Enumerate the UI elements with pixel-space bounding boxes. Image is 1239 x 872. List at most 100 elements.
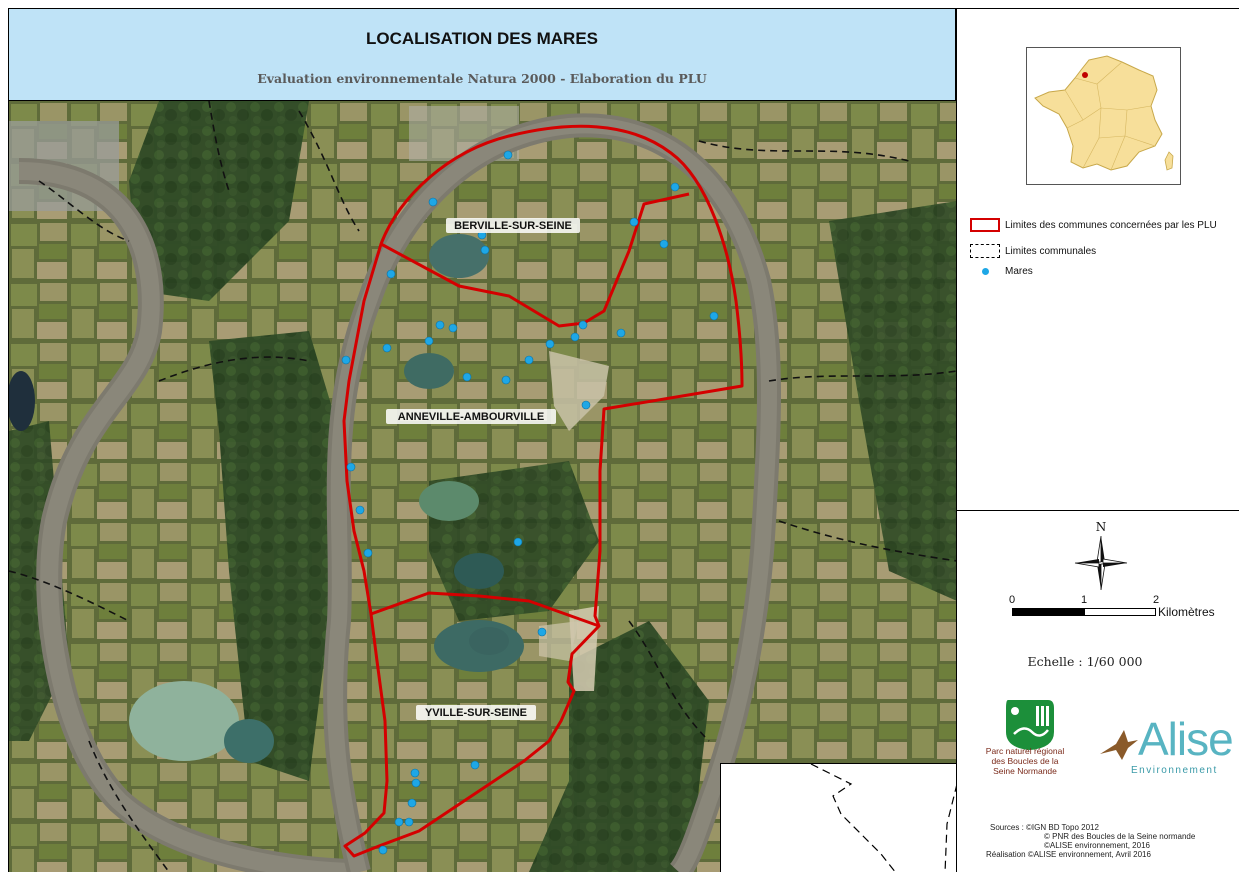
mare <box>341 355 351 365</box>
scale-segment-black <box>1012 608 1084 616</box>
plu-limit-anneville-yville <box>370 591 600 628</box>
mare <box>659 239 669 249</box>
mare <box>410 768 420 778</box>
map-subtitle: Evaluation environnementale Natura 2000 … <box>257 71 707 86</box>
forest-area <box>829 201 957 601</box>
mare <box>435 320 445 330</box>
commune-label-anneville: ANNEVILLE-AMBOURVILLE <box>398 411 544 423</box>
quarry <box>539 621 579 661</box>
source-line: Sources : ©IGN BD Topo 2012 <box>990 823 1099 832</box>
mare <box>363 548 373 558</box>
france-shape <box>1034 55 1163 171</box>
france-locator-map <box>1026 47 1181 185</box>
label-bg <box>446 218 580 233</box>
seine-river <box>18 162 360 872</box>
mare <box>428 197 438 207</box>
mare <box>355 505 365 515</box>
sources-block: Sources : ©IGN BD Topo 2012 © PNR des Bo… <box>986 823 1195 859</box>
mare <box>670 182 680 192</box>
north-label: N <box>1096 520 1107 534</box>
commune-labels: BERVILLE-SUR-SEINE ANNEVILLE-AMBOURVILLE… <box>386 218 580 720</box>
quarry <box>549 351 609 431</box>
commune-label-yville: YVILLE-SUR-SEINE <box>425 707 527 719</box>
mare <box>448 323 458 333</box>
communal-limits <box>9 101 957 872</box>
mare <box>501 375 511 385</box>
legend-item-mares: Mares <box>970 266 1033 277</box>
lake <box>469 627 509 655</box>
legend-swatch-dashed <box>970 244 1000 258</box>
mare <box>404 817 414 827</box>
legend-label: Limites communales <box>1005 245 1097 257</box>
scale-ratio: Echelle : 1/60 000 <box>1027 654 1143 669</box>
mare <box>480 245 490 255</box>
mare <box>378 845 388 855</box>
legend-item-plu-limits: Limites des communes concernées par les … <box>970 218 1217 232</box>
pnr-logo-icon <box>1006 700 1054 750</box>
plu-limit-outline <box>342 124 744 858</box>
scale-tick: 2 <box>1153 594 1160 606</box>
label-bg <box>386 409 556 424</box>
source-line: © PNR des Boucles de la Seine normande <box>1044 832 1196 841</box>
alise-logo-sub: Environnement <box>1131 765 1218 776</box>
mare <box>578 320 588 330</box>
mares <box>341 150 719 855</box>
north-arrow-icon: N <box>1074 520 1128 591</box>
mare <box>616 328 626 338</box>
map-title: LOCALISATION DES MARES <box>365 29 599 48</box>
scale-unit: Kilomètres <box>1158 605 1215 619</box>
mare <box>709 311 719 321</box>
inset-limit <box>810 764 896 872</box>
panel-divider <box>956 510 1239 511</box>
overview-inset <box>720 763 956 872</box>
legend-swatch-dot <box>970 268 1000 275</box>
lake <box>429 234 489 278</box>
forest-area <box>129 101 309 301</box>
legend-swatch-red <box>970 218 1000 232</box>
mare <box>386 269 396 279</box>
legend-label: Mares <box>1005 266 1033 277</box>
mare <box>346 462 356 472</box>
forest-area <box>209 331 339 781</box>
mare <box>503 150 513 160</box>
lake <box>404 353 454 389</box>
map-header: LOCALISATION DES MARES Evaluation enviro… <box>8 8 956 101</box>
lake <box>419 481 479 521</box>
mare <box>513 537 523 547</box>
lake <box>224 719 274 763</box>
mare <box>629 217 639 227</box>
mare <box>581 400 591 410</box>
pnr-logo-text: Parc naturel régional des Boucles de la … <box>985 746 1065 776</box>
location-marker <box>1082 72 1088 78</box>
mare <box>537 627 547 637</box>
mare <box>407 798 417 808</box>
scale-tick: 1 <box>1081 594 1088 606</box>
corsica-shape <box>1164 151 1174 171</box>
mare <box>382 343 392 353</box>
commune-label-berville: BERVILLE-SUR-SEINE <box>454 220 572 232</box>
scale-segment-white <box>1084 608 1156 616</box>
legend-label: Limites des communes concernées par les … <box>1005 219 1217 231</box>
source-line: Réalisation ©ALISE environnement, Avril … <box>986 850 1151 859</box>
aerial-map[interactable]: BERVILLE-SUR-SEINE ANNEVILLE-AMBOURVILLE… <box>8 101 957 872</box>
mare <box>470 760 480 770</box>
alise-logo: Alise <box>1138 713 1234 765</box>
alise-bird-icon <box>1100 730 1138 760</box>
mare <box>394 817 404 827</box>
mare <box>524 355 534 365</box>
inset-limit <box>944 785 956 872</box>
mare <box>411 778 421 788</box>
lake <box>129 681 239 761</box>
lake <box>9 371 35 431</box>
mare <box>545 339 555 349</box>
lake <box>454 553 504 589</box>
mare <box>570 332 580 342</box>
mare <box>462 372 472 382</box>
france-regions <box>1064 61 1156 171</box>
scale-tick: 0 <box>1009 594 1016 606</box>
label-bg <box>416 705 536 720</box>
mare <box>424 336 434 346</box>
scale-bar: 0 1 2 Kilomètres <box>1000 592 1215 632</box>
source-line: ©ALISE environnement, 2016 <box>1044 841 1150 850</box>
legend-item-communal-limits: Limites communales <box>970 244 1096 258</box>
